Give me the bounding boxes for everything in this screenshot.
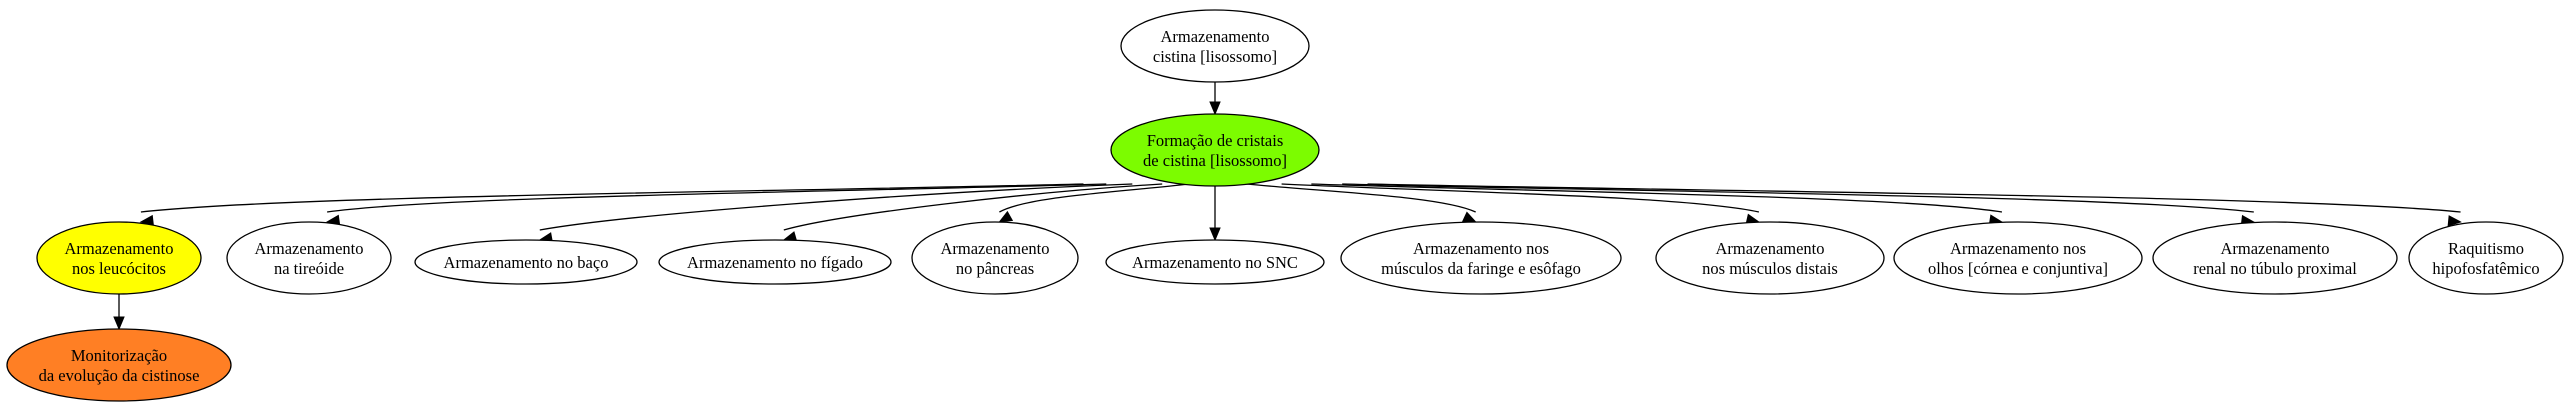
edge-line: [1342, 183, 2254, 213]
node-label: da evolução da cistinose: [39, 366, 200, 385]
edge-line: [999, 183, 1189, 213]
node-label: Monitorização: [71, 346, 167, 365]
node-ellipse: [2408, 221, 2564, 295]
node-label: Armazenamento nos: [1950, 239, 2086, 258]
arrow-head: [113, 316, 125, 331]
node-label: Armazenamento: [254, 239, 363, 258]
edge-n_formacao_cristais-to-n_faringe: [1246, 183, 1477, 223]
edge-n_formacao_cristais-to-n_snc: [1209, 184, 1221, 242]
node-label: Formação de cristais: [1147, 131, 1284, 150]
node-ellipse: [1120, 9, 1310, 83]
node-figado: Armazenamento no fígado: [658, 239, 892, 285]
node-label: Armazenamento nos: [1413, 239, 1549, 258]
node-label: olhos [córnea e conjuntiva]: [1928, 259, 2108, 278]
node-ellipse: [658, 239, 892, 285]
node-label: nos leucócitos: [72, 259, 166, 278]
node-baco: Armazenamento no baço: [414, 239, 638, 285]
edge-n_armazenamento_cistina-to-n_formacao_cristais: [1209, 80, 1221, 116]
node-label: Armazenamento: [64, 239, 173, 258]
edge-n_formacao_cristais-to-n_raquitismo: [1367, 183, 2462, 227]
edge-line: [783, 183, 1163, 231]
node-label: de cistina [lisossomo]: [1143, 151, 1287, 170]
arrow-head: [1461, 211, 1477, 223]
node-label: renal no túbulo proximal: [2193, 259, 2357, 278]
edge-line: [539, 183, 1133, 231]
node-ellipse: [6, 328, 232, 402]
node-label: Armazenamento: [2220, 239, 2329, 258]
edge-n_formacao_cristais-to-n_pancreas: [998, 183, 1189, 223]
edges-layer: [113, 80, 2462, 331]
node-label: no pâncreas: [956, 259, 1034, 278]
node-label: hipofosfatêmico: [2432, 259, 2539, 278]
node-label: na tireóide: [274, 259, 344, 278]
node-ellipse: [414, 239, 638, 285]
arrow-head: [998, 210, 1014, 223]
node-label: Armazenamento: [940, 239, 1049, 258]
edge-line: [1367, 183, 2461, 213]
arrow-head: [1209, 227, 1221, 242]
node-ellipse: [1893, 221, 2143, 295]
node-ellipse: [1655, 221, 1885, 295]
node-ellipse: [1105, 239, 1325, 285]
node-label: Armazenamento no fígado: [687, 253, 863, 272]
node-label: nos músculos distais: [1702, 259, 1838, 278]
node-ellipse: [911, 221, 1079, 295]
node-label: músculos da faringe e esôfago: [1381, 259, 1581, 278]
node-ellipse: [226, 221, 392, 295]
node-label: Raquitismo: [2448, 239, 2524, 258]
node-label: Armazenamento no SNC: [1132, 253, 1298, 272]
node-snc: Armazenamento no SNC: [1105, 239, 1325, 285]
arrow-head: [2447, 215, 2462, 227]
node-ellipse: [36, 221, 202, 295]
node-label: Armazenamento: [1715, 239, 1824, 258]
edge-n_leucocitos-to-n_monitorizacao: [113, 292, 125, 331]
edge-line: [327, 183, 1107, 213]
edge-line: [1246, 183, 1476, 213]
edge-line: [140, 183, 1084, 213]
node-ellipse: [1340, 221, 1622, 295]
node-label: Armazenamento no baço: [444, 253, 609, 272]
node-label: cistina [lisossomo]: [1153, 47, 1277, 66]
arrow-head: [1209, 101, 1221, 116]
node-ellipse: [2152, 221, 2398, 295]
node-ellipse: [1110, 113, 1320, 187]
edge-n_formacao_cristais-to-n_renal: [1342, 183, 2256, 227]
edge-line: [1281, 183, 1760, 213]
edge-line: [1311, 183, 2003, 213]
node-label: Armazenamento: [1160, 27, 1269, 46]
